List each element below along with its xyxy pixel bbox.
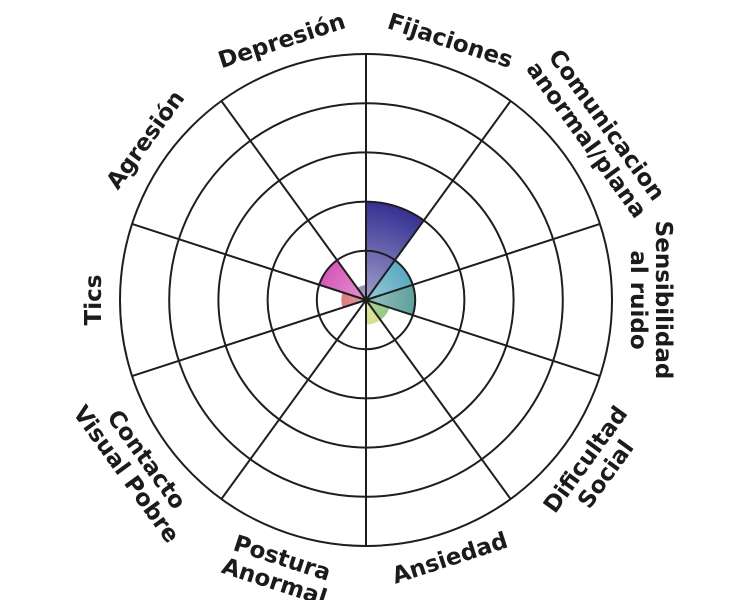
sector-sensibilidad-al-ruido (366, 284, 416, 316)
grid-spoke (365, 223, 601, 301)
category-label-line: Sensibilidad (650, 221, 676, 380)
label-agresion: Agresión (102, 86, 191, 194)
grid-spoke (220, 100, 367, 301)
label-fijaciones: Fijaciones (384, 9, 516, 74)
category-label-line: Fijaciones (384, 9, 516, 74)
sector-dificultad-social (366, 300, 390, 320)
sector-layer (319, 201, 424, 325)
grid-spoke (131, 299, 367, 377)
sector-fijaciones (366, 201, 424, 300)
sector-tics (341, 292, 366, 308)
grid-spoke (365, 299, 601, 377)
category-label-line: al ruido (625, 250, 651, 349)
grid-spoke (365, 299, 512, 500)
grid-spoke (131, 223, 367, 301)
category-label-line: Agresión (102, 86, 191, 194)
label-tics: Tics (81, 275, 107, 326)
grid-spoke (365, 100, 512, 301)
category-label-line: Depresión (215, 9, 348, 74)
grid-spoke (220, 299, 367, 500)
category-label-line: Tics (81, 275, 107, 326)
sector-agresion (319, 260, 366, 300)
label-depresion: Depresión (215, 9, 348, 74)
grid-layer (119, 53, 613, 547)
label-ansiedad: Ansiedad (389, 528, 511, 590)
sector-comunicacion-anormal-plana (366, 260, 413, 300)
category-label-line: Ansiedad (389, 528, 511, 590)
